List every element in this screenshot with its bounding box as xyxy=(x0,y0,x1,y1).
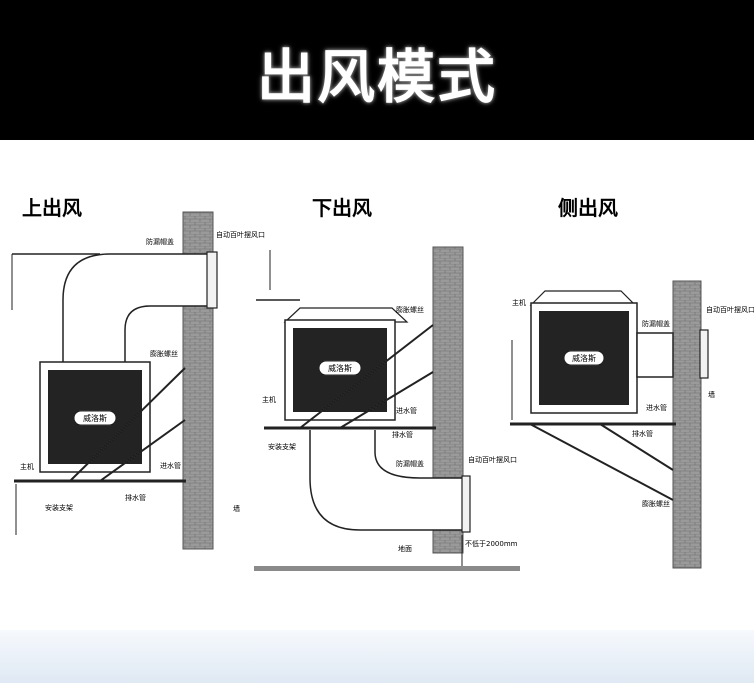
header-banner: 出风模式 xyxy=(0,0,754,140)
mode-title-top: 上出风 xyxy=(22,196,82,220)
bracket-strut xyxy=(299,324,434,429)
bracket-strut xyxy=(599,423,674,471)
ground-bar xyxy=(254,566,520,571)
brand-plate xyxy=(563,350,605,366)
mode-side-outlet: 侧出风 威洛斯 主机 自动百叶摆风口 防漏帽盖 进水管 排水管 墙 膨胀螺丝 xyxy=(510,196,754,569)
bottom-fade xyxy=(0,630,754,683)
label-bracket: 安装支架 xyxy=(45,503,73,512)
air-duct xyxy=(636,332,674,378)
brand-label: 威洛斯 xyxy=(572,353,596,363)
mode-top-outlet: 上出风 威洛斯 自动百叶摆风口 防漏帽盖 膨胀螺丝 主机 安装支架 排水管 进水… xyxy=(11,196,265,550)
brand-plate xyxy=(73,410,117,426)
label-vent: 自动百叶摆风口 xyxy=(216,230,265,239)
bracket-strut xyxy=(339,371,434,429)
label-bolt: 膨胀螺丝 xyxy=(642,499,670,508)
vent-box xyxy=(461,475,471,533)
bracket-strut xyxy=(69,367,186,482)
brand-label: 威洛斯 xyxy=(328,363,352,373)
label-wall: 墙 xyxy=(708,390,715,399)
label-ground: 地面 xyxy=(398,544,412,553)
air-duct xyxy=(62,253,213,362)
label-inlet: 进水管 xyxy=(396,406,417,415)
label-inlet: 进水管 xyxy=(646,403,667,412)
mode-title-side: 侧出风 xyxy=(558,196,618,220)
label-hood: 防漏帽盖 xyxy=(642,319,670,328)
label-drain: 排水管 xyxy=(125,493,146,502)
label-bolt: 膨胀螺丝 xyxy=(150,349,178,358)
label-unit: 主机 xyxy=(512,298,526,307)
vent-box xyxy=(206,251,218,309)
label-unit: 主机 xyxy=(262,395,276,404)
label-drain: 排水管 xyxy=(392,430,413,439)
label-unit: 主机 xyxy=(20,462,34,471)
label-drain: 排水管 xyxy=(632,429,653,438)
brand-plate xyxy=(318,360,362,376)
brand-label: 威洛斯 xyxy=(83,413,107,423)
label-hood: 防漏帽盖 xyxy=(146,237,174,246)
label-height: 不低于2000mm xyxy=(465,539,518,548)
label-vent: 自动百叶摆风口 xyxy=(706,305,754,314)
diagram-panel: 上出风 威洛斯 自动百叶摆风口 防漏帽盖 膨胀螺丝 主机 安装支架 排水管 进水… xyxy=(0,140,754,683)
label-hood: 防漏帽盖 xyxy=(396,459,424,468)
mode-bottom-outlet: 下出风 威洛斯 膨胀螺丝 主机 安装支架 进水管 排水管 防漏帽盖 自动百叶摆风… xyxy=(254,196,520,571)
vent-box xyxy=(699,329,709,379)
diagram-svg: 上出风 威洛斯 自动百叶摆风口 防漏帽盖 膨胀螺丝 主机 安装支架 排水管 进水… xyxy=(11,196,754,571)
label-bracket: 安装支架 xyxy=(268,442,296,451)
bracket-strut xyxy=(529,423,674,501)
label-vent: 自动百叶摆风口 xyxy=(468,455,517,464)
mode-title-bottom: 下出风 xyxy=(312,196,372,220)
label-wall: 墙 xyxy=(233,504,240,513)
label-bolt: 膨胀螺丝 xyxy=(396,305,424,314)
page-title: 出风模式 xyxy=(256,43,497,111)
bracket-strut xyxy=(99,419,186,482)
wall xyxy=(672,280,702,569)
label-inlet: 进水管 xyxy=(160,461,181,470)
